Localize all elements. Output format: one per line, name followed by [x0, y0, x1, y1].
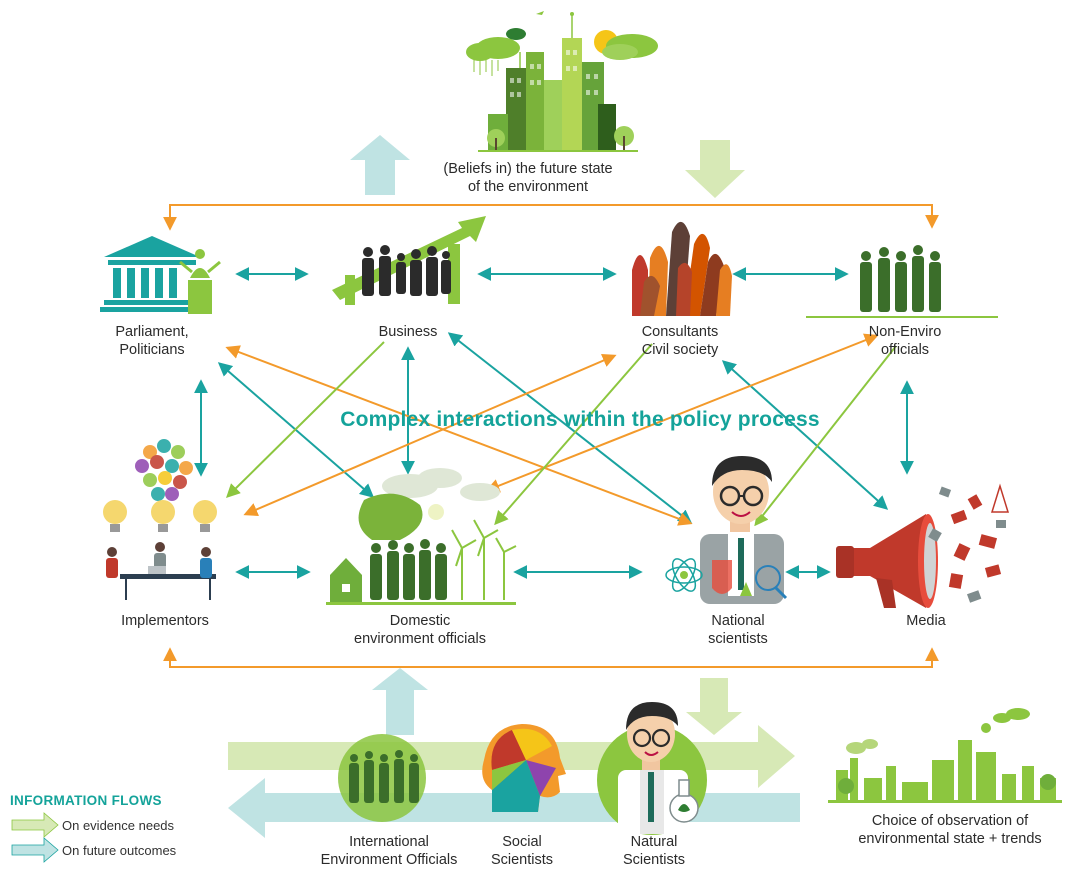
diagram-title: Complex interactions within the policy p…: [340, 408, 820, 431]
media-illustration: [836, 483, 1010, 608]
legend-future-arrow: [11, 837, 59, 863]
parliament-label: Parliament,Politicians: [115, 324, 189, 358]
observation-illustration: [828, 708, 1062, 803]
future-outcomes-up-arrow-top: [350, 135, 410, 195]
diagonal-orange-connectors: [225, 333, 879, 526]
evidence-needs-down-arrow-top: [685, 140, 745, 198]
implementors-illustration: [103, 439, 217, 600]
non-enviro-officials-illustration: [806, 245, 998, 318]
national-scientist-illustration: [665, 456, 788, 604]
diagonal-green-connectors: [226, 341, 897, 527]
civil-society-illustration: [632, 221, 732, 316]
evidence-needs-down-arrow-bottom: [686, 678, 742, 735]
parliament-illustration: [100, 236, 221, 314]
legend-title: INFORMATION FLOWS: [10, 793, 162, 808]
business-illustration: [332, 216, 486, 305]
domestic-officials-illustration: [326, 468, 517, 605]
legend-evidence-arrow: [11, 812, 59, 838]
natural-scientists-illustration: [597, 702, 707, 835]
implementors-label: Implementors: [121, 613, 209, 629]
orange-frame-top: [163, 204, 939, 231]
legend-evidence-label: On evidence needs: [62, 818, 175, 833]
business-label: Business: [378, 324, 438, 340]
future-city-illustration: [466, 11, 658, 152]
social-scientists-illustration: [482, 724, 566, 812]
orange-frame-bottom: [163, 647, 939, 668]
international-officials-illustration: [338, 734, 426, 822]
media-label: Media: [906, 613, 946, 629]
future-outcomes-up-arrow-bottom: [372, 668, 428, 735]
legend-future-label: On future outcomes: [62, 843, 177, 858]
